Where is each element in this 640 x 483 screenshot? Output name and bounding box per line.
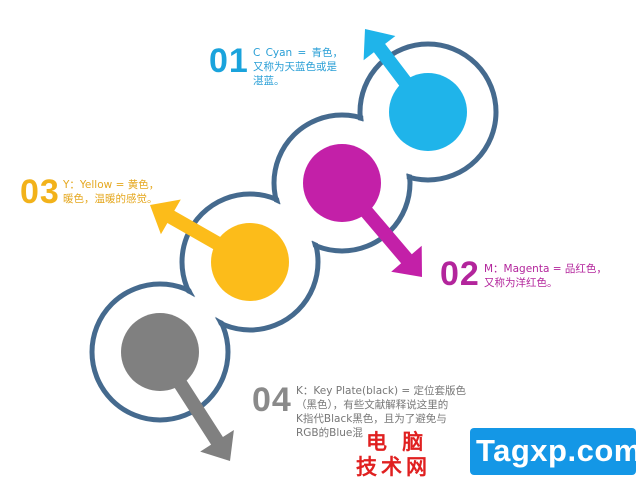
watermark-cn-line-1: 电 脑 xyxy=(366,430,428,454)
black-disc xyxy=(121,313,199,391)
yellow-description: Y：Yellow = 黄色， 暖色，温暖的感觉。 xyxy=(63,178,159,206)
cyan-disc xyxy=(389,73,467,151)
black-line-2: （黑色），有些文献解释说这里的 xyxy=(296,399,449,411)
black-description: K：Key Plate(black) = 定位套版色 （黑色），有些文献解释说这… xyxy=(296,384,466,440)
magenta-number: 02 xyxy=(440,255,480,293)
cyan-description: C Cyan = 青色， 又称为天蓝色或是 湛蓝。 xyxy=(253,46,343,88)
cyan-number: 01 xyxy=(209,42,249,80)
watermark-badge xyxy=(470,428,636,475)
yellow-ring xyxy=(179,191,321,333)
magenta-ring xyxy=(271,112,413,254)
black-number: 04 xyxy=(252,381,292,419)
black-ring xyxy=(89,281,231,423)
yellow-line-1: Y：Yellow = 黄色， xyxy=(63,179,160,191)
black-line-1: K：Key Plate(black) = 定位套版色 xyxy=(296,385,467,397)
cyan-line-3: 湛蓝。 xyxy=(253,75,285,87)
cyan-ring xyxy=(357,41,499,183)
watermark-site: Tagxp.com xyxy=(476,433,640,468)
color-discs xyxy=(121,29,467,461)
black-line-3: K指代Black黑色，且为了避免与 xyxy=(296,413,447,425)
magenta-line-2: 又称为洋红色。 xyxy=(484,277,558,289)
yellow-disc xyxy=(211,223,289,301)
magenta-line-1: M：Magenta = 品红色， xyxy=(484,263,607,275)
black-line-4: RGB的Blue混 xyxy=(296,427,363,439)
watermark-cn-line-2: 技术网 xyxy=(356,455,431,479)
cyan-line-2: 又称为天蓝色或是 xyxy=(253,61,337,73)
magenta-disc xyxy=(303,144,381,222)
yellow-number: 03 xyxy=(20,173,60,211)
yellow-line-2: 暖色，温暖的感觉。 xyxy=(63,193,158,205)
magenta-description: M：Magenta = 品红色， 又称为洋红色。 xyxy=(484,262,607,290)
cyan-line-1: C Cyan = 青色， xyxy=(253,47,344,59)
